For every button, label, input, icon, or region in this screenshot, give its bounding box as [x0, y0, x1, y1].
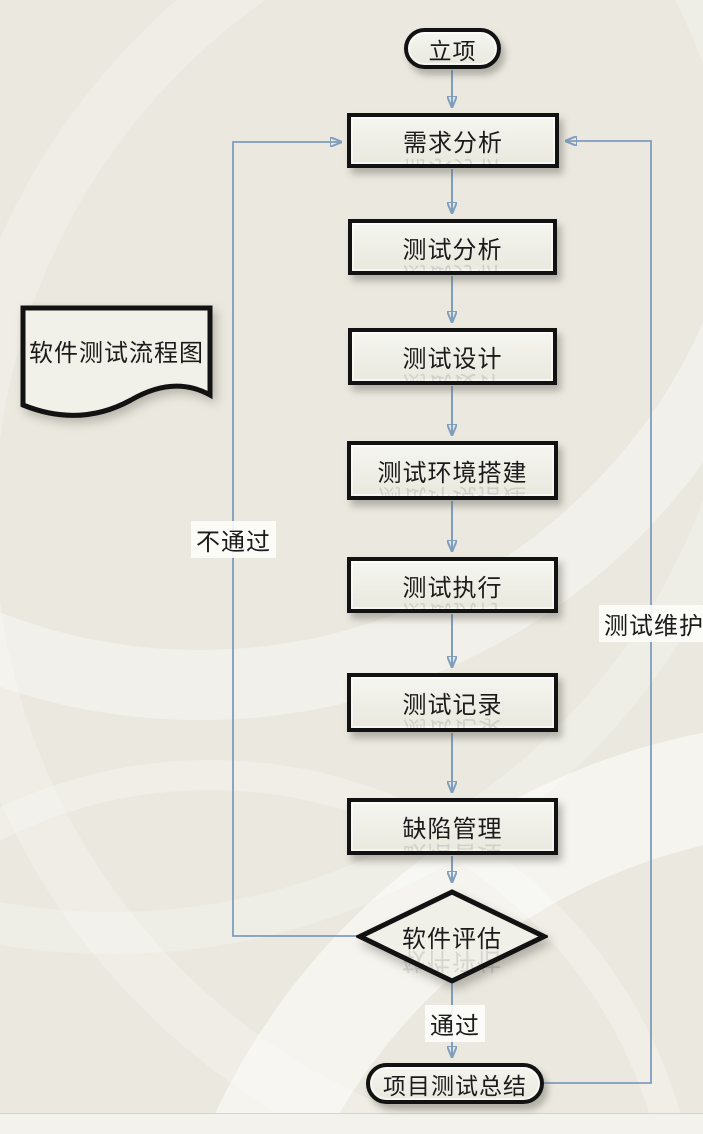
node-test-analysis-label: 测试分析	[402, 235, 503, 264]
title-document-shape: 软件测试流程图	[20, 305, 213, 423]
node-start: 立项 立项	[404, 28, 501, 69]
node-test-design: 测试设计 测试设计	[348, 328, 557, 385]
node-test-env-setup: 测试环境搭建 测试环境搭建	[347, 441, 558, 500]
document-shape-outline	[20, 305, 213, 418]
node-test-recording: 测试记录 测试记录	[347, 673, 558, 732]
node-test-execution-label: 测试执行	[402, 573, 503, 602]
edge-label-pass: 通过	[425, 1005, 485, 1042]
node-test-env-setup-label: 测试环境搭建	[377, 459, 528, 487]
node-project-test-summary: 项目测试总结 项目测试总结	[366, 1063, 544, 1104]
node-software-evaluation: 软件评估 软件评估	[356, 888, 548, 985]
node-test-design-label: 测试设计	[402, 345, 503, 373]
node-test-recording-label: 测试记录	[402, 691, 503, 719]
diagram-title: 软件测试流程图	[29, 339, 204, 367]
decision-diamond-outline	[356, 889, 548, 984]
edge-label-fail: 不通过	[191, 521, 276, 558]
page-bottom-band	[0, 1113, 703, 1134]
node-test-analysis: 测试分析 测试分析	[348, 219, 557, 275]
node-test-execution: 测试执行 测试执行	[347, 557, 558, 613]
node-defect-management: 缺陷管理 缺陷管理	[347, 798, 558, 855]
node-start-label: 立项	[428, 38, 477, 65]
edge-label-maintenance: 测试维护	[599, 605, 703, 642]
node-requirements-analysis: 需求分析 需求分析	[347, 113, 559, 168]
node-requirements-analysis-label: 需求分析	[403, 129, 503, 157]
node-defect-management-label: 缺陷管理	[402, 815, 503, 843]
node-project-test-summary-label: 项目测试总结	[383, 1073, 527, 1100]
node-software-evaluation-label: 软件评估	[402, 925, 502, 953]
